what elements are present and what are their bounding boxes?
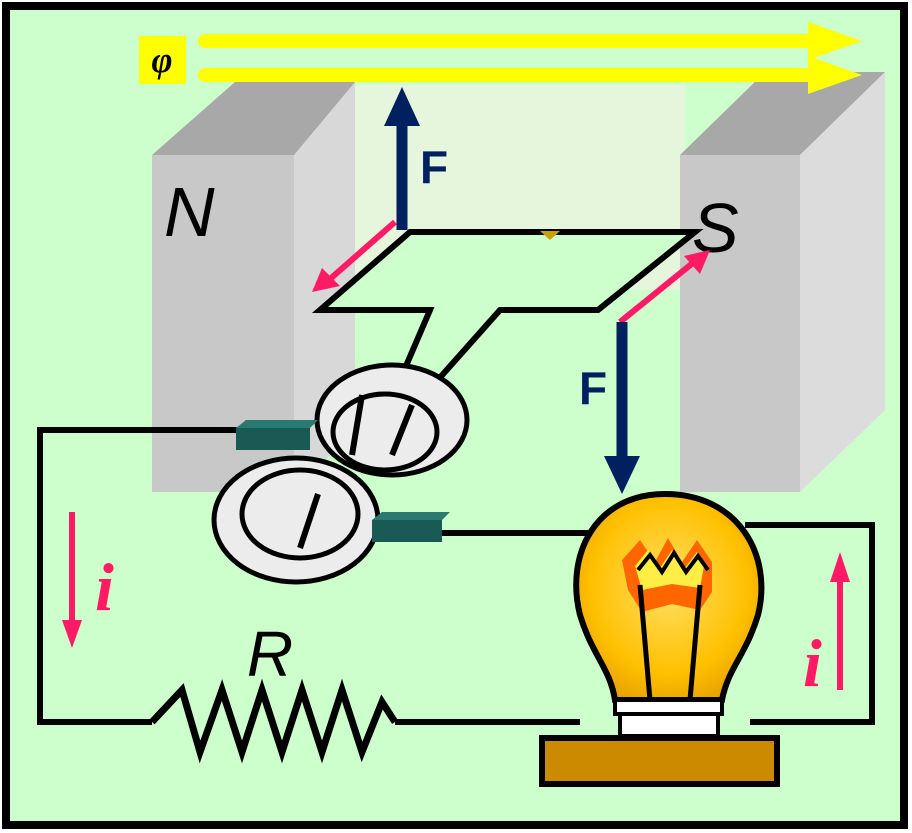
flux-arrows xyxy=(198,22,862,94)
current-arrow-down xyxy=(62,512,82,648)
south-magnet xyxy=(680,72,885,492)
velocity-arrows xyxy=(312,219,710,325)
force-label-bottom: F xyxy=(579,362,607,414)
resistor-label: R xyxy=(247,618,293,690)
resistor xyxy=(149,678,398,764)
flux-label: φ xyxy=(151,40,172,80)
current-label-left: i xyxy=(95,549,114,625)
force-arrow-up xyxy=(384,87,420,230)
brushes xyxy=(236,420,450,542)
light-bulb xyxy=(539,490,780,787)
coil-top-marker xyxy=(540,231,560,240)
current-arrow-up xyxy=(830,552,850,690)
force-arrow-down xyxy=(604,322,640,494)
slip-rings xyxy=(211,362,470,585)
force-label-top: F xyxy=(420,141,448,193)
north-pole-label: N xyxy=(164,173,215,251)
current-label-right: i xyxy=(803,625,822,701)
flux-label-box xyxy=(139,36,186,84)
circuit-wires xyxy=(37,427,875,725)
